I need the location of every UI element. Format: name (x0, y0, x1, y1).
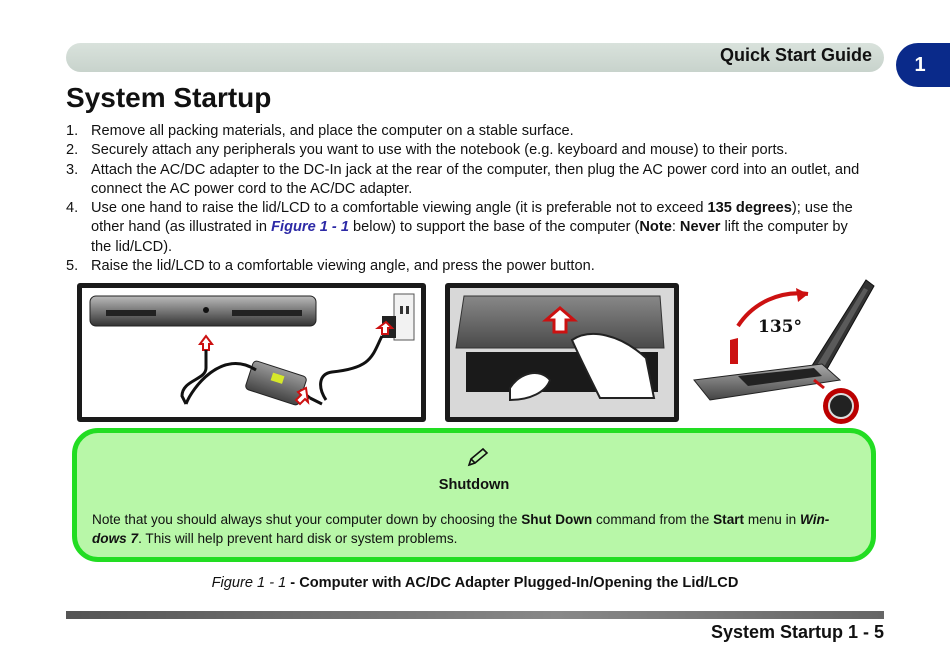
chapter-number: 1 (914, 53, 926, 76)
footer-page-label: System Startup 1 - 5 (710, 622, 884, 642)
step-number: 3. (66, 161, 79, 178)
figure-caption: Figure 1 - 1 - Computer with AC/DC Adapt… (0, 575, 950, 591)
illustration-angle: 135° (690, 276, 880, 426)
shutdown-note-box: Shutdown Note that you should always shu… (72, 428, 876, 562)
illustration-adapter-panel (77, 283, 426, 422)
angle-label: 135° (758, 317, 802, 337)
footer-divider (66, 611, 884, 619)
step-text: Securely attach any peripherals you want… (91, 142, 788, 159)
step-item: 2. Securely attach any peripherals you wa… (66, 141, 866, 160)
figure-caption-text: - Computer with AC/DC Adapter Plugged-In… (286, 575, 739, 591)
step-item: 4. Use one hand to raise the lid/LCD to a… (66, 199, 866, 257)
step-item: 3. Attach the AC/DC adapter to the DC-In … (66, 161, 866, 200)
step-text: lift the computer by the lid/LCD). (91, 219, 848, 255)
figure-number: Figure 1 - 1 (211, 575, 287, 591)
step-item: 5. Raise the lid/LCD to a comfortable vie… (66, 257, 866, 276)
note-title: Shutdown (438, 477, 510, 493)
pencil-icon (467, 447, 489, 467)
step-item: 1. Remove all packing materials, and plac… (66, 122, 866, 141)
note-text-part: menu in (744, 512, 800, 527)
adapter-illustration (89, 293, 415, 406)
note-bold-italic: Win-dows 7 (92, 512, 830, 546)
lid-opening-illustration (450, 288, 674, 417)
angle-illustration: 135° (693, 279, 875, 424)
steps-list: 1. Remove all packing materials, and plac… (66, 122, 866, 276)
step-number: 5. (66, 258, 79, 275)
step-number: 2. (66, 142, 79, 159)
note-text-part: Note that you should always shut your co… (92, 512, 522, 527)
note-bold: Start (713, 512, 745, 527)
step-bold: Note (639, 219, 672, 236)
note-text-part: command from the (592, 512, 714, 527)
illustration-lid-panel (445, 283, 679, 422)
note-bold: Shut Down (521, 512, 593, 527)
step-text: Remove all packing materials, and place … (91, 123, 574, 139)
figure-reference-link[interactable]: Figure 1 - 1 (271, 219, 349, 236)
step-text: below) to support the base of the comput… (348, 219, 640, 236)
step-bold: Never (679, 219, 721, 236)
note-text: Note that you should always shut your co… (92, 510, 857, 548)
step-bold: 135 degrees (707, 200, 792, 217)
step-text: ); use the other hand (as illustrated in (91, 200, 853, 236)
header-bar: Quick Start Guide (66, 43, 884, 72)
step-number: 4. (66, 200, 79, 217)
step-number: 1. (66, 123, 79, 139)
page-title: System Startup (66, 82, 272, 113)
note-text-part: . This will help prevent hard disk or sy… (138, 531, 458, 546)
step-text: : (671, 219, 680, 236)
step-text: Attach the AC/DC adapter to the DC-In ja… (91, 161, 860, 197)
chapter-tab: 1 (896, 43, 950, 87)
header-title: Quick Start Guide (719, 45, 872, 65)
step-text: Raise the lid/LCD to a comfortable viewi… (91, 258, 595, 275)
step-text: Use one hand to raise the lid/LCD to a c… (91, 200, 708, 217)
